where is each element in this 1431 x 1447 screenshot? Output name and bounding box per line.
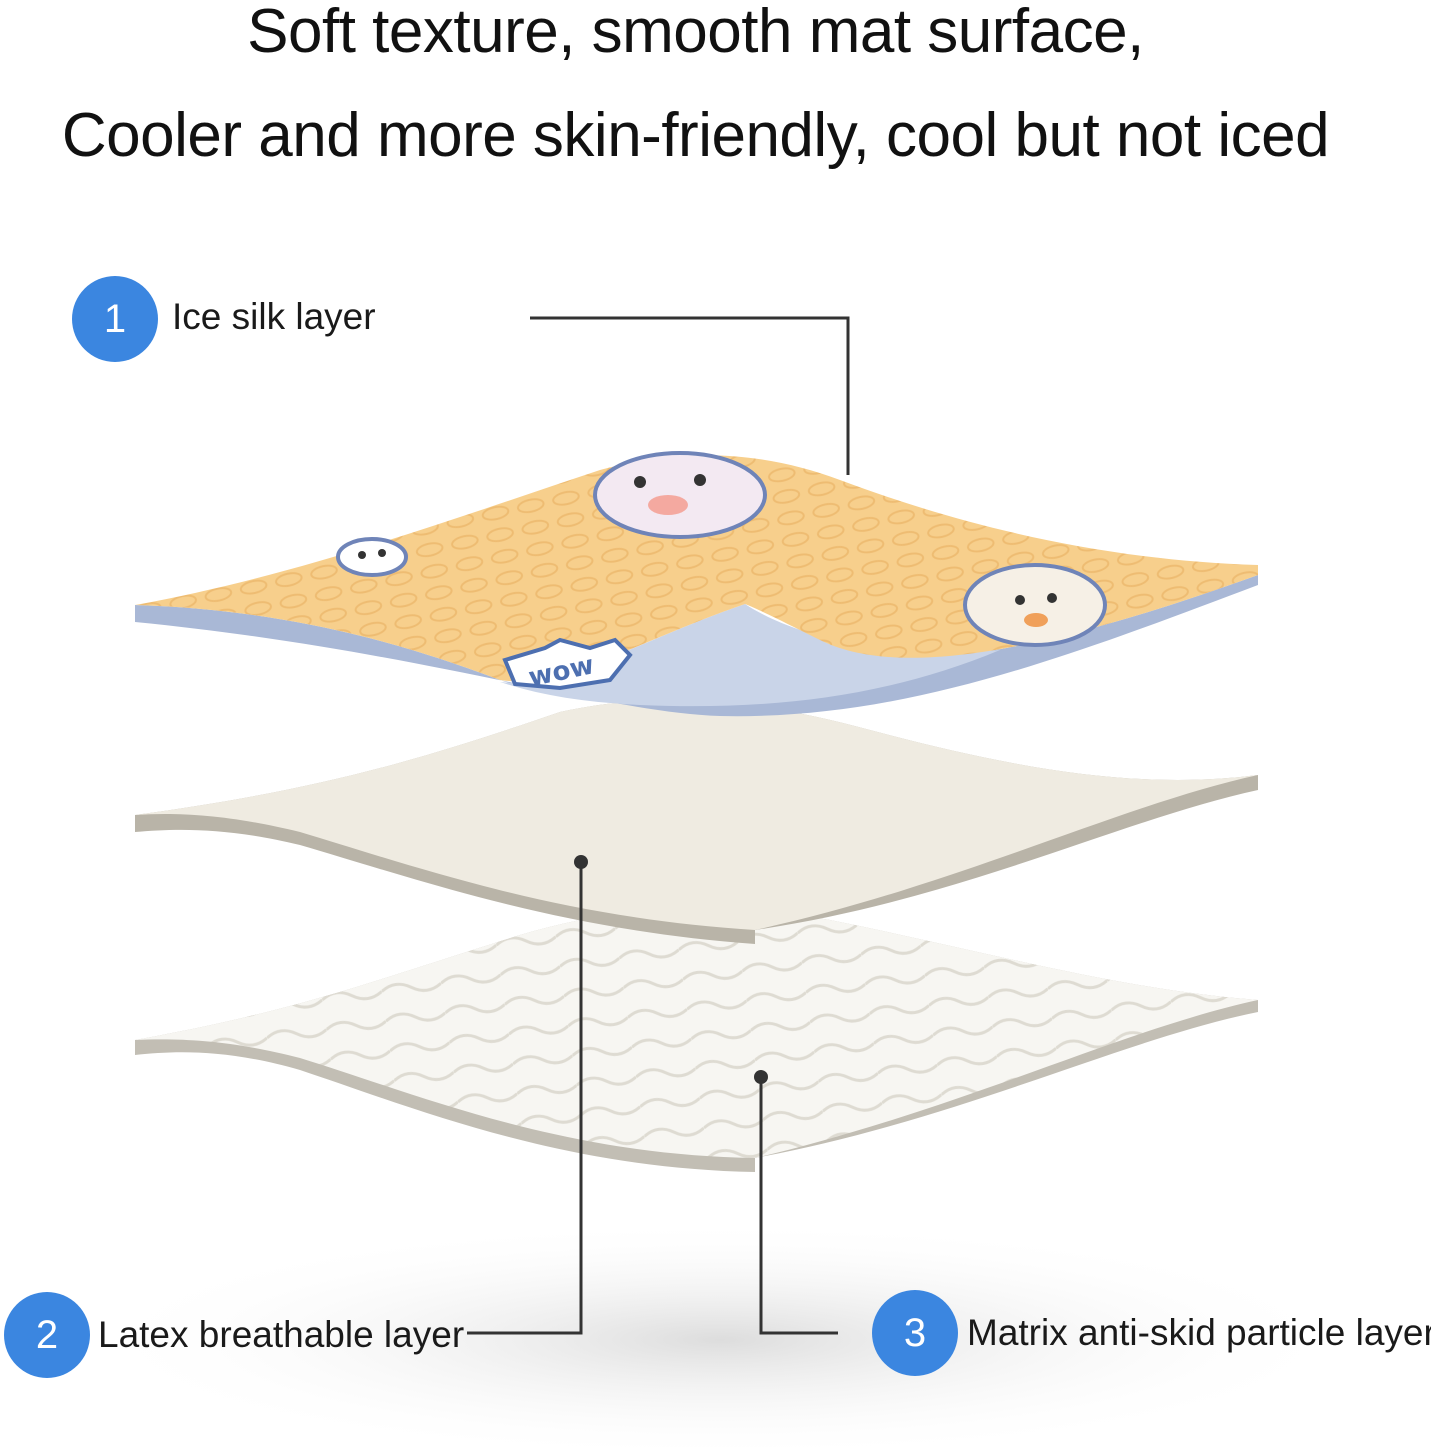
headline-line-2: Cooler and more skin-friendly, cool but … bbox=[61, 101, 1330, 170]
layer-1-badge: 1 bbox=[72, 276, 158, 362]
layer-3-label: Matrix anti-skid particle layer bbox=[967, 1312, 1431, 1353]
cartoon-print-dino bbox=[593, 451, 767, 539]
leader-line-particle bbox=[759, 1077, 838, 1335]
particle-layer bbox=[135, 908, 1258, 1172]
layer-2-label: Latex breathable layer bbox=[98, 1314, 465, 1355]
layer-3-badge: 3 bbox=[872, 1290, 958, 1376]
ice-silk-layer: wow bbox=[135, 451, 1258, 717]
latex-layer bbox=[135, 700, 1258, 944]
layer-2-badge: 2 bbox=[4, 1292, 90, 1378]
cartoon-print-chick bbox=[963, 563, 1107, 647]
layer-1-label: Ice silk layer bbox=[172, 296, 376, 337]
leader-dot-latex bbox=[574, 855, 588, 869]
floor-shadow bbox=[80, 1220, 1360, 1447]
headline-line-1: Soft texture, smooth mat surface, bbox=[247, 0, 1144, 66]
cartoon-print-cloud bbox=[336, 537, 408, 577]
leader-line-latex bbox=[467, 862, 583, 1335]
leader-dot-particle bbox=[754, 1070, 768, 1084]
leader-line-ice-silk bbox=[530, 316, 850, 475]
leader-lines bbox=[467, 316, 850, 1335]
